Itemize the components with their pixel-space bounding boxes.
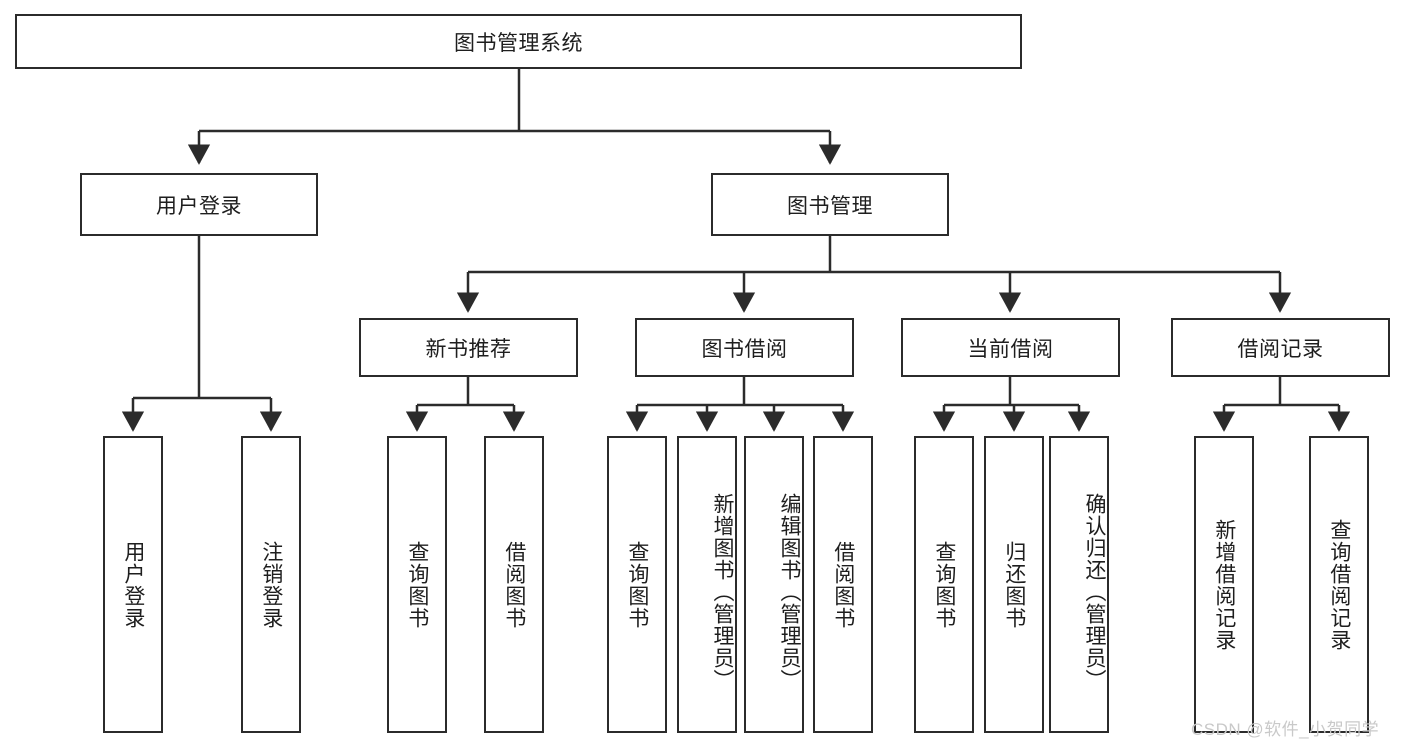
node-label: 用户登录 (156, 194, 242, 218)
node-label: 归还图书 (1002, 540, 1026, 629)
node-leaf-query-book-current[interactable]: 查询图书 (914, 436, 974, 733)
node-borrow-record[interactable]: 借阅记录 (1171, 318, 1390, 377)
node-label: 新书推荐 (425, 337, 512, 361)
node-label: 编辑图书（管理员） (778, 492, 801, 691)
node-book-borrow[interactable]: 图书借阅 (635, 318, 854, 377)
node-label: 新增借阅记录 (1212, 518, 1236, 651)
node-leaf-user-login[interactable]: 用户登录 (103, 436, 163, 733)
node-label: 查询图书 (405, 540, 429, 629)
node-label: 借阅记录 (1237, 337, 1324, 361)
node-label: 查询图书 (625, 540, 649, 629)
node-leaf-confirm-return[interactable]: 确认归还（管理员） (1049, 436, 1109, 733)
node-leaf-query-borrow-record[interactable]: 查询借阅记录 (1309, 436, 1369, 733)
csdn-watermark: CSDN @软件_小贺同学 (1191, 720, 1380, 739)
node-label: 当前借阅 (967, 337, 1054, 361)
node-label: 图书管理 (787, 194, 873, 218)
node-label: 查询图书 (932, 540, 956, 629)
node-label: 新增图书（管理员） (711, 492, 734, 691)
node-label: 确认归还（管理员） (1083, 492, 1106, 691)
node-label: 借阅图书 (502, 540, 526, 629)
node-label: 借阅图书 (831, 540, 855, 629)
node-current-borrow[interactable]: 当前借阅 (901, 318, 1120, 377)
node-leaf-edit-book[interactable]: 编辑图书（管理员） (744, 436, 804, 733)
node-leaf-logout-login[interactable]: 注销登录 (241, 436, 301, 733)
node-label: 注销登录 (259, 540, 283, 629)
node-label: 图书借阅 (701, 337, 788, 361)
node-leaf-return-book[interactable]: 归还图书 (984, 436, 1044, 733)
node-label: 用户登录 (121, 540, 145, 629)
node-leaf-query-book-recommend[interactable]: 查询图书 (387, 436, 447, 733)
node-label: 图书管理系统 (454, 31, 583, 55)
node-user-login[interactable]: 用户登录 (80, 173, 318, 236)
node-leaf-borrow-book[interactable]: 借阅图书 (813, 436, 873, 733)
node-leaf-add-borrow-record[interactable]: 新增借阅记录 (1194, 436, 1254, 733)
node-root-book-management-system[interactable]: 图书管理系统 (15, 14, 1022, 69)
node-leaf-borrow-book-recommend[interactable]: 借阅图书 (484, 436, 544, 733)
node-label: 查询借阅记录 (1327, 518, 1351, 651)
node-new-book-recommend[interactable]: 新书推荐 (359, 318, 578, 377)
node-book-management[interactable]: 图书管理 (711, 173, 949, 236)
node-leaf-add-book[interactable]: 新增图书（管理员） (677, 436, 737, 733)
node-leaf-query-book-borrow[interactable]: 查询图书 (607, 436, 667, 733)
